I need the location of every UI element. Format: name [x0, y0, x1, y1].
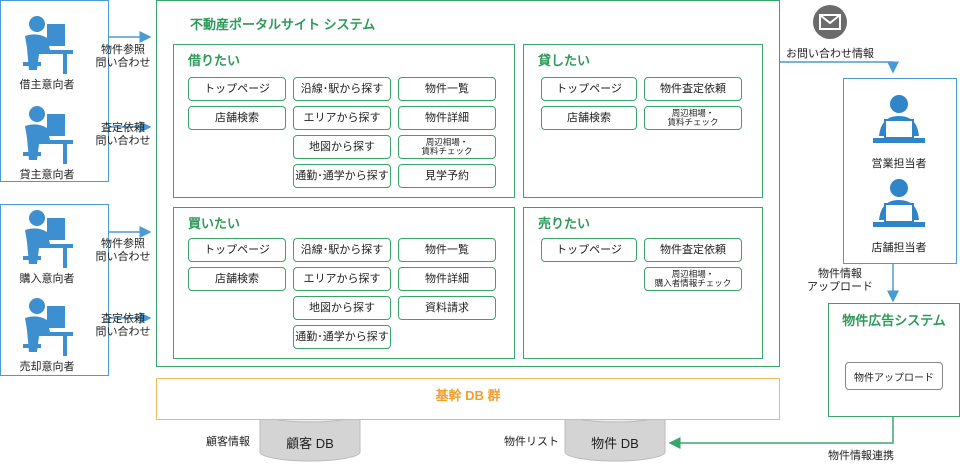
btn-top-page[interactable]: トップページ [541, 238, 637, 262]
panel-title: 買いたい [188, 216, 241, 231]
btn-search-line[interactable]: 沿線･駅から探す [293, 77, 391, 101]
portal-system [156, 0, 780, 367]
property-list-label: 物件リスト [504, 436, 559, 448]
property-db-label: 物件 DB [591, 436, 639, 451]
user-lender: 貸主意向者 [12, 104, 82, 182]
mail-icon [813, 5, 847, 39]
arrow-inquiry [780, 61, 899, 74]
staff-sales: 営業担当者 [855, 94, 943, 171]
btn-search-commute[interactable]: 通勤･通学から探す [293, 325, 391, 349]
btn-top-page[interactable]: トップページ [188, 77, 286, 101]
btn-visit-reserve[interactable]: 見学予約 [398, 164, 496, 188]
user-label: 借主意向者 [19, 79, 75, 91]
upload-arrow-label: 物件情報 アップロード [807, 268, 873, 293]
panel-sell: 売りたい トップページ 物件査定依頼 周辺相場・ 購入者情報チェック [523, 207, 763, 359]
user-borrower: 借主意向者 [12, 14, 82, 92]
btn-top-page[interactable]: トップページ [541, 77, 637, 101]
btn-property-detail[interactable]: 物件詳細 [398, 267, 496, 291]
btn-store-search[interactable]: 店舗検索 [541, 106, 637, 130]
user-label: 売却意向者 [19, 361, 75, 373]
customer-db-label: 顧客 DB [286, 436, 334, 451]
btn-store-search[interactable]: 店舗検索 [188, 267, 286, 291]
user-label: 購入意向者 [19, 273, 75, 285]
panel-title: 貸したい [538, 53, 591, 68]
btn-top-page[interactable]: トップページ [188, 238, 286, 262]
arrow-label-borrower: 物件参照 問い合わせ [95, 44, 151, 69]
arrow-label-lender: 査定依頼 問い合わせ [95, 122, 151, 147]
staff-at-computer-icon [873, 179, 925, 227]
btn-search-map[interactable]: 地図から探す [293, 135, 391, 159]
inquiry-info-label: お問い合わせ情報 [786, 48, 874, 60]
portal-system-title: 不動産ポータルサイト システム [190, 17, 376, 32]
property-ad-system: 物件広告システム 物件アップロード [828, 303, 960, 417]
btn-search-area[interactable]: エリアから探す [293, 267, 391, 291]
btn-appraisal-request[interactable]: 物件査定依頼 [644, 77, 742, 101]
btn-request-docs[interactable]: 資料請求 [398, 296, 496, 320]
user-buyer: 購入意向者 [12, 208, 82, 286]
btn-buyer-check[interactable]: 周辺相場・ 購入者情報チェック [644, 267, 742, 291]
btn-store-search[interactable]: 店舗検索 [188, 106, 286, 130]
core-db-group: 基幹 DB 群 [156, 378, 780, 420]
btn-property-detail[interactable]: 物件詳細 [398, 106, 496, 130]
user-label: 貸主意向者 [19, 169, 75, 181]
panel-borrow: 借りたい トップページ 沿線･駅から探す 物件一覧 店舗検索 エリアから探す 物… [173, 44, 515, 198]
person-at-desk-icon [23, 106, 73, 164]
btn-search-map[interactable]: 地図から探す [293, 296, 391, 320]
arrow-label-buyer: 物件参照 問い合わせ [95, 238, 151, 263]
staff-store: 店舗担当者 [855, 178, 943, 255]
btn-property-list[interactable]: 物件一覧 [398, 77, 496, 101]
btn-search-commute[interactable]: 通勤･通学から探す [293, 164, 391, 188]
panel-lend: 貸したい トップページ 物件査定依頼 店舗検索 周辺相場・ 賃料チェック [523, 44, 763, 198]
arrow-label-seller: 査定依頼 問い合わせ [95, 313, 151, 338]
staff-label: 店舗担当者 [871, 242, 927, 254]
link-label: 物件情報連携 [828, 450, 894, 462]
btn-search-area[interactable]: エリアから探す [293, 106, 391, 130]
btn-rent-check[interactable]: 周辺相場・ 賃料チェック [644, 106, 742, 130]
panel-title: 売りたい [538, 216, 591, 231]
btn-search-line[interactable]: 沿線･駅から探す [293, 238, 391, 262]
btn-property-list[interactable]: 物件一覧 [398, 238, 496, 262]
ad-system-title: 物件広告システム [842, 313, 946, 328]
core-db-group-title: 基幹 DB 群 [435, 388, 501, 403]
person-at-desk-icon [23, 16, 73, 74]
arrow-link [668, 417, 894, 449]
person-at-desk-icon [23, 298, 73, 356]
customer-info-label: 顧客情報 [206, 436, 250, 448]
panel-buy: 買いたい トップページ 沿線･駅から探す 物件一覧 店舗検索 エリアから探す 物… [173, 207, 515, 359]
panel-title: 借りたい [188, 53, 241, 68]
btn-rent-check[interactable]: 周辺相場・ 賃料チェック [398, 135, 496, 159]
person-at-desk-icon [23, 210, 73, 268]
user-seller: 売却意向者 [12, 296, 82, 374]
staff-label: 営業担当者 [871, 158, 927, 170]
staff-at-computer-icon [873, 95, 925, 143]
property-upload-button[interactable]: 物件アップロード [845, 362, 943, 390]
btn-appraisal-request[interactable]: 物件査定依頼 [644, 238, 742, 262]
